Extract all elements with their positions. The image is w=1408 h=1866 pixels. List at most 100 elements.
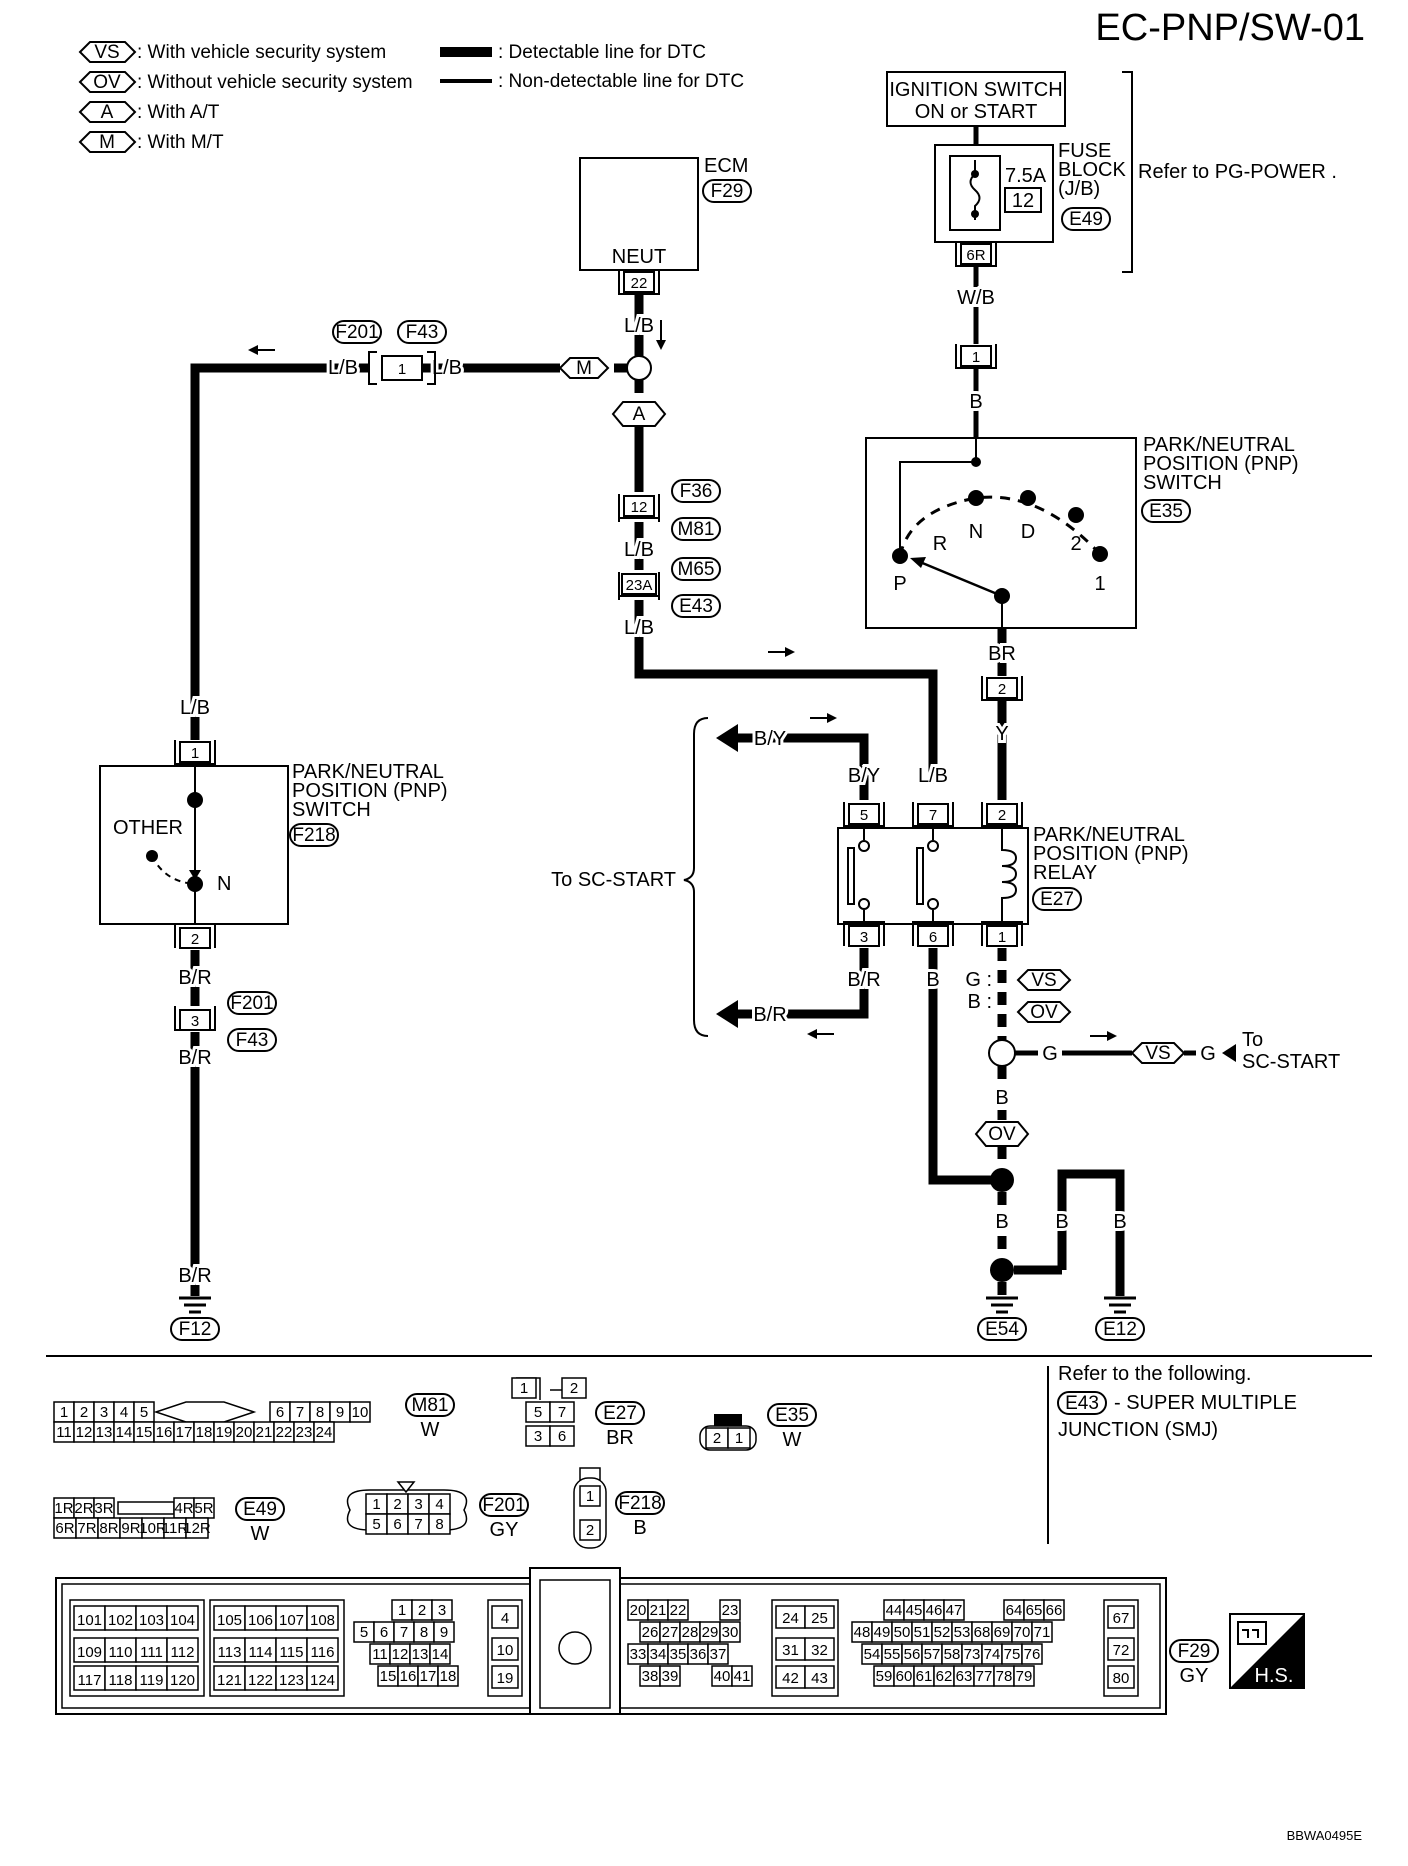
fuse-block: 7.5A 12 FUSE BLOCK (J/B) E49 Refer to PG…	[934, 71, 1337, 273]
pin-number: 108	[310, 1612, 335, 1629]
refer-line3: JUNCTION (SMJ)	[1058, 1419, 1218, 1441]
pin-cell	[491, 1637, 519, 1661]
f201-color: GY	[490, 1519, 519, 1541]
tag-vs-relay: VS	[1031, 970, 1056, 991]
f201-id: F201	[482, 1495, 525, 1516]
wire-b-relay6: B	[926, 969, 939, 991]
joint-top-c1: F201	[335, 322, 378, 343]
pin-number: 65	[1026, 1602, 1043, 1619]
pin-cell	[313, 1421, 335, 1443]
pin-number: 57	[924, 1646, 941, 1663]
pin-number: 66	[1046, 1602, 1063, 1619]
pin-number: 2	[418, 1602, 426, 1619]
pin-number: 106	[248, 1612, 273, 1629]
pin-number: 101	[77, 1612, 102, 1629]
pin-number: 5	[372, 1516, 380, 1533]
pin-cell	[349, 1401, 371, 1423]
pin-number: 38	[642, 1668, 659, 1685]
pin-number: 104	[170, 1612, 195, 1629]
pin-cell	[135, 1605, 168, 1631]
pin-number: 24	[782, 1610, 799, 1627]
pin-number: 23	[296, 1424, 313, 1441]
ground-e12-label: E12	[1103, 1319, 1137, 1340]
pin-number: 10	[352, 1404, 369, 1421]
f29-color: GY	[1180, 1665, 1209, 1687]
pin-number: 110	[109, 1644, 133, 1661]
pin-number: 37	[710, 1646, 727, 1663]
f29-block1	[69, 1599, 205, 1697]
wire-by-left: B/Y	[754, 728, 786, 750]
pin-cell	[804, 1605, 835, 1629]
pnp-mt-line3: SWITCH	[292, 799, 371, 821]
pin-number: 11R	[162, 1520, 189, 1537]
pin-number: 44	[886, 1602, 903, 1619]
pin-cell	[511, 1377, 537, 1399]
pnp-mt-line2: POSITION (PNP)	[292, 780, 448, 802]
pnp-pos-n: N	[969, 521, 983, 543]
joint-smj-c1: M65	[678, 559, 715, 580]
pin-cell	[1021, 1643, 1043, 1665]
f218-color: B	[633, 1517, 646, 1539]
pin-number: 7	[400, 1624, 408, 1641]
pin-number: 124	[310, 1672, 335, 1689]
pin-number: 122	[248, 1672, 273, 1689]
pin-number: 59	[876, 1668, 893, 1685]
wire-b-mid: B	[1055, 1211, 1068, 1233]
pin-number: 10R	[139, 1520, 167, 1537]
pin-cell	[491, 1665, 519, 1689]
pin-number: 1	[398, 1602, 406, 1619]
e49-color: W	[251, 1523, 270, 1545]
pin-number: 14	[116, 1424, 133, 1441]
tag-vs-right: VS	[1145, 1043, 1170, 1064]
joint-bottom: 3 F201 F43	[174, 991, 277, 1052]
joint-smj-pin: 23A	[626, 577, 653, 594]
pin-number: 26	[642, 1624, 659, 1641]
pin-number: 2	[393, 1496, 401, 1513]
pin-number: 39	[662, 1668, 679, 1685]
f201-pill	[479, 1493, 529, 1517]
pin-number: 22	[670, 1602, 687, 1619]
f29-block8	[1103, 1599, 1139, 1697]
pin-number: 35	[670, 1646, 687, 1663]
pin-cell	[719, 1621, 741, 1643]
pin-number: 1R	[54, 1500, 73, 1517]
fuse-pin-6R: 6R	[955, 242, 997, 267]
wire-by-relay5: B/Y	[848, 765, 880, 787]
pin-number: 69	[994, 1624, 1011, 1641]
relay-pin3: 3	[860, 929, 868, 946]
wire-br-relay3: B/R	[847, 969, 880, 991]
pin-number: 7	[296, 1404, 304, 1421]
pin-cell	[561, 1377, 587, 1399]
pin-cell	[943, 1599, 965, 1621]
pin-number: 74	[984, 1646, 1001, 1663]
pin-number: 76	[1024, 1646, 1041, 1663]
hs-badge: H.S.	[1229, 1613, 1305, 1689]
pin-number: 17	[420, 1668, 437, 1685]
pin-number: 114	[249, 1644, 273, 1661]
pin-number: 62	[936, 1668, 953, 1685]
joint-bottom-c1: F201	[230, 993, 273, 1014]
e27-id: E27	[603, 1403, 637, 1424]
e49-pill	[235, 1497, 285, 1521]
pin-number: 67	[1113, 1610, 1130, 1627]
ground-e12: E12	[1095, 1296, 1145, 1341]
ground-e54-label: E54	[985, 1319, 1019, 1340]
pnp-pos-d: D	[1021, 521, 1035, 543]
pin-number: 47	[946, 1602, 963, 1619]
pin-cell	[491, 1605, 519, 1629]
e35-pill	[767, 1403, 817, 1427]
wire-lb-relay7: L/B	[918, 765, 948, 787]
f218-id: F218	[618, 1493, 661, 1514]
e35-color: W	[783, 1429, 802, 1451]
pin-number: 8R	[99, 1520, 118, 1537]
pin-number: 3	[438, 1602, 446, 1619]
pin-number: 103	[139, 1612, 164, 1629]
pin-number: 64	[1006, 1602, 1023, 1619]
pin-number: 52	[934, 1624, 951, 1641]
pin-number: 20	[236, 1424, 253, 1441]
pin-number: 16	[400, 1668, 417, 1685]
pin-number: 31	[782, 1642, 799, 1659]
pin-number: 17	[176, 1424, 193, 1441]
pin-number: 123	[279, 1672, 304, 1689]
splice-lower	[990, 1258, 1014, 1282]
